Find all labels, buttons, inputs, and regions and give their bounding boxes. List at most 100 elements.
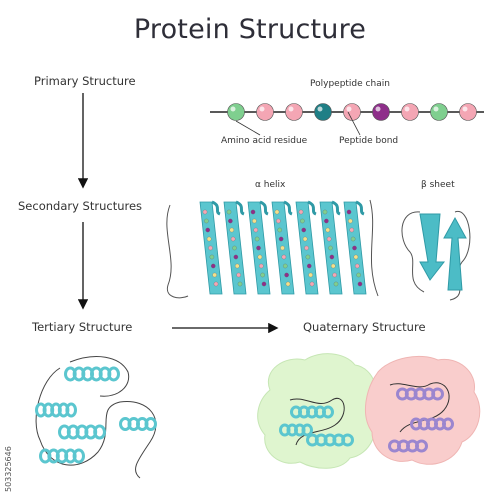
helix-ribbon-back	[355, 200, 365, 216]
helix-residue-dot	[278, 236, 284, 242]
bead-highlight	[433, 106, 439, 112]
helix-residue-dot	[234, 263, 240, 269]
helix-residue-dot	[284, 272, 289, 278]
coil-turn	[65, 402, 77, 418]
helix-residue-dot	[252, 218, 257, 224]
coil-turn	[301, 423, 313, 437]
helix-residue-dot	[233, 254, 239, 260]
bead-highlight	[346, 106, 352, 112]
quaternary-teal-helix-3	[279, 423, 313, 437]
helix-residue-dot	[210, 263, 216, 269]
amino-acid-bead	[285, 103, 303, 121]
amino-acid-bead	[256, 103, 274, 121]
helix-residue-dot	[256, 245, 261, 251]
tertiary-helix-middle	[58, 424, 106, 440]
beta-strand-down	[419, 213, 446, 281]
amino-acid-bead	[314, 103, 332, 121]
coil-turn	[107, 366, 120, 382]
quaternary-teal-helix-2	[306, 433, 355, 447]
helix-residue-dot	[277, 227, 282, 233]
helix-residue-dot	[276, 218, 281, 224]
label-peptide-bond: Peptide bond	[339, 136, 399, 146]
tertiary-helix-bottom	[39, 448, 86, 464]
helix-residue-dot	[302, 236, 308, 242]
quaternary-purple-helix-3	[388, 439, 428, 453]
bead-highlight	[375, 106, 381, 112]
helix-residue-dot	[330, 263, 336, 269]
helix-residue-dot	[324, 218, 329, 224]
helix-residue-dot	[346, 209, 352, 215]
page-title: Protein Structure	[133, 14, 367, 45]
tertiary-helix-right	[119, 417, 157, 431]
amino-acid-bead	[459, 103, 477, 121]
helix-residue-dot	[213, 281, 219, 287]
helix-residue-dot	[332, 272, 337, 278]
helix-residue-dot	[232, 245, 237, 251]
helix-residue-dot	[274, 209, 280, 215]
amino-acid-bead	[430, 103, 448, 121]
helix-residue-dot	[208, 245, 213, 251]
label-amino-acid-residue: Amino acid residue	[221, 136, 308, 146]
helix-residue-dot	[333, 281, 339, 287]
coil-turn	[93, 424, 106, 440]
helix-residue-dot	[349, 227, 354, 233]
label-primary-structure: Primary Structure	[34, 74, 136, 88]
helix-residue-dot	[309, 281, 315, 287]
helix-residue-dot	[304, 245, 309, 251]
helix-residue-dot	[322, 209, 328, 215]
helix-residue-dot	[253, 227, 258, 233]
helix-residue-dot	[300, 218, 305, 224]
helix-residue-dot	[354, 263, 360, 269]
coil-turn	[415, 439, 428, 453]
helix-residue-dot	[301, 227, 306, 233]
tertiary-helix-left	[35, 402, 77, 418]
helix-residue-dot	[308, 272, 313, 278]
bead-highlight	[288, 106, 294, 112]
quaternary-purple-helix-2	[410, 417, 454, 431]
coil-turn	[442, 417, 454, 431]
helix-residue-dot	[261, 281, 267, 287]
amino-acid-bead	[227, 103, 245, 121]
bead-highlight	[259, 106, 265, 112]
label-secondary-structures: Secondary Structures	[18, 199, 143, 213]
amino-acid-bead	[372, 103, 390, 121]
alpha-helix-graphic	[166, 199, 379, 299]
label-tertiary-structure: Tertiary Structure	[32, 320, 133, 334]
helix-residue-dot	[356, 272, 361, 278]
helix-residue-dot	[350, 236, 356, 242]
helix-residue-dot	[212, 272, 217, 278]
bead-highlight	[317, 106, 323, 112]
helix-residue-dot	[226, 209, 232, 215]
tertiary-structure-graphic	[35, 356, 157, 479]
quaternary-teal-helix-1	[290, 405, 334, 419]
helix-ribbon-back	[211, 200, 221, 216]
helix-residue-dot	[305, 254, 311, 260]
helix-residue-dot	[352, 245, 357, 251]
coil-turn	[322, 405, 334, 419]
pink-subunit-blob	[365, 355, 481, 465]
bead-highlight	[230, 106, 236, 112]
beta-strand-up	[443, 216, 467, 291]
helix-ribbon-back	[259, 200, 269, 216]
quaternary-purple-helix-1	[396, 387, 445, 401]
coil-turn	[341, 433, 355, 447]
helix-residue-dot	[306, 263, 312, 269]
label-beta-sheet: β sheet	[421, 180, 455, 190]
helix-ribbon-back	[331, 200, 341, 216]
amino-acid-bead	[401, 103, 419, 121]
helix-residue-dot	[206, 236, 212, 242]
helix-residue-dot	[254, 236, 260, 242]
helix-residue-dot	[328, 245, 333, 251]
helix-residue-dot	[325, 227, 330, 233]
bead-highlight	[404, 106, 410, 112]
helix-residue-dot	[257, 254, 263, 260]
helix-residue-dot	[353, 254, 359, 260]
helix-residue-dot	[326, 236, 332, 242]
pointer-residue	[235, 120, 261, 136]
quaternary-structure-graphic	[257, 353, 481, 469]
beta-sheet-graphic	[401, 211, 471, 301]
helix-residue-dot	[250, 209, 256, 215]
helix-residue-dot	[204, 218, 209, 224]
tertiary-helix-top	[64, 366, 120, 382]
